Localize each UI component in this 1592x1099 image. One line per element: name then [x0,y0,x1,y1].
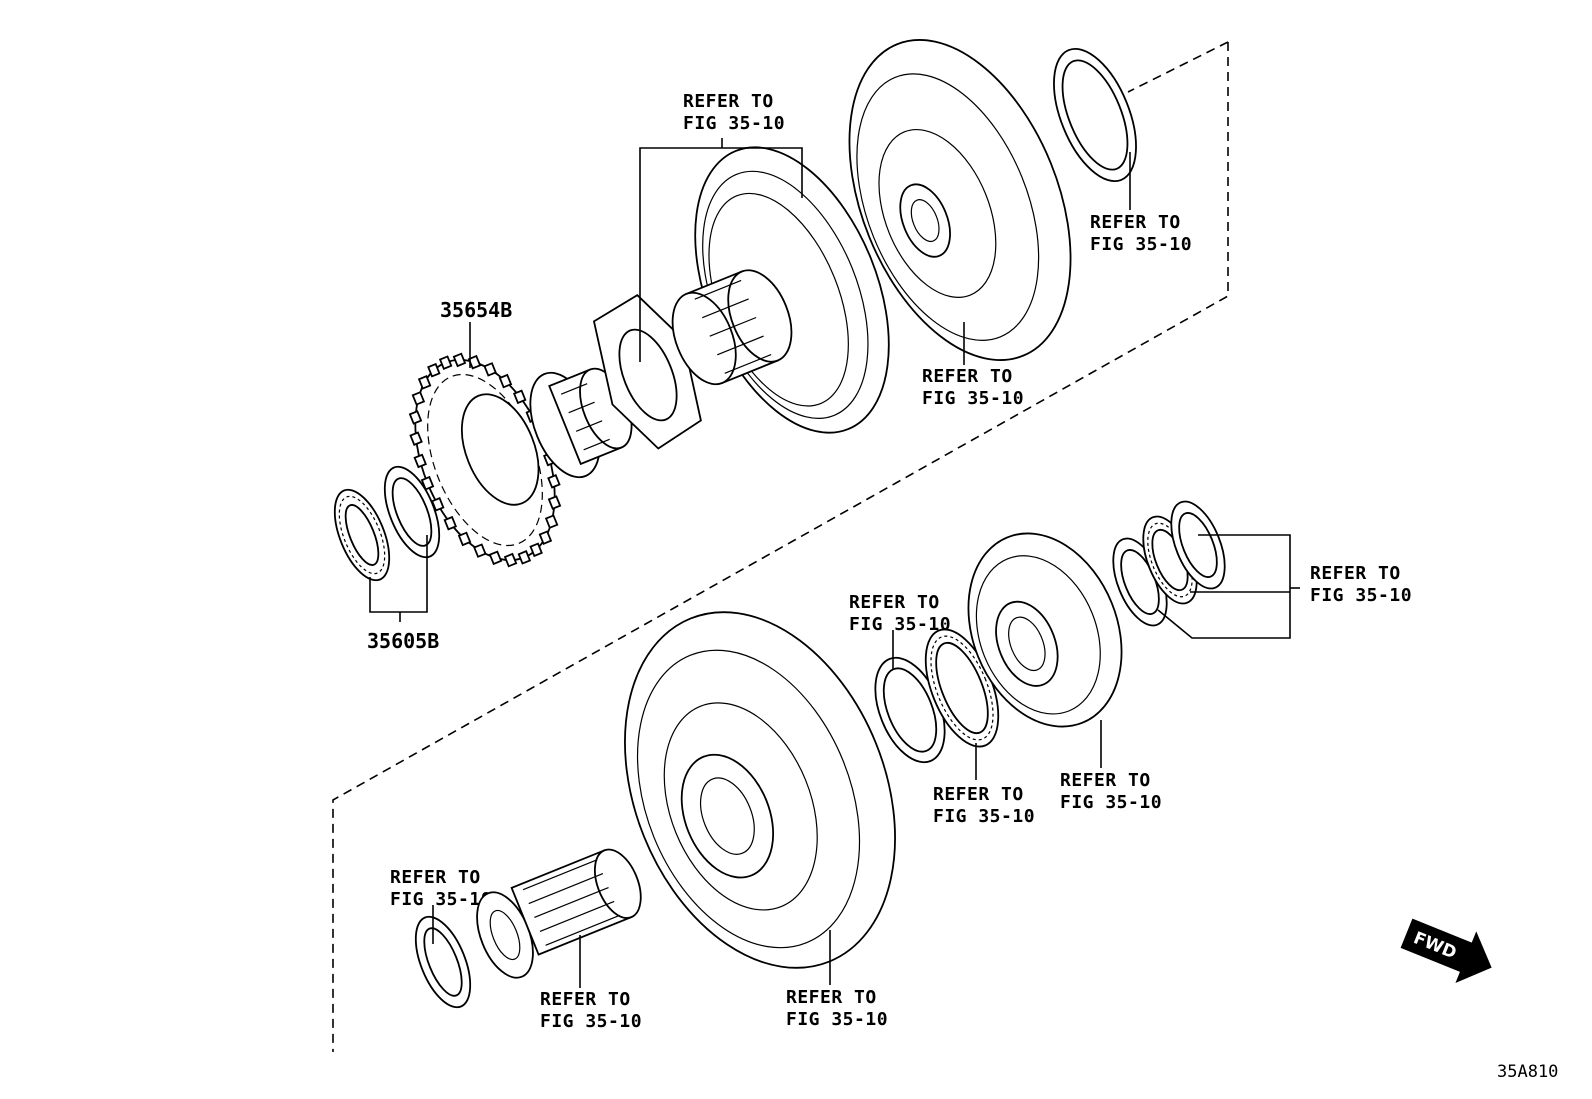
part-number-35654b[interactable]: 35654B [440,298,512,322]
gear-tooth [473,543,487,558]
leader-right-stack [1157,534,1291,639]
refer-label-washer-bottom-2[interactable]: FIG 35-10 [390,889,492,910]
refer-label-drum-2[interactable]: FIG 35-10 [922,388,1024,409]
gear-tooth [529,542,543,558]
gear-tooth [538,530,553,545]
gear-tooth [498,373,513,389]
refer-label-washer-bottom-1[interactable]: REFER TO [390,867,481,888]
fwd-arrow-icon: FWD [1400,918,1492,983]
gear-tooth [443,515,458,531]
thrust-washer-bottom[interactable] [405,909,482,1014]
refer-label-top-center-1[interactable]: REFER TO [683,91,774,112]
gear-tooth [512,389,527,405]
gear-tooth [411,391,426,406]
refer-label-pinion-2[interactable]: FIG 35-10 [540,1011,642,1032]
refer-label-ring-gear-1[interactable]: REFER TO [786,987,877,1008]
refer-label-washer-middle-2[interactable]: FIG 35-10 [849,614,951,635]
gear-tooth [408,410,423,425]
refer-label-pinion-1[interactable]: REFER TO [540,989,631,1010]
refer-label-carrier-1[interactable]: REFER TO [1060,770,1151,791]
thrust-washer-middle[interactable] [862,648,959,772]
thrust-bearing-small[interactable] [324,482,401,587]
refer-label-washer-middle-1[interactable]: REFER TO [849,592,940,613]
gear-tooth [417,375,432,390]
gear-tooth [431,497,445,512]
gear-tooth [413,453,427,469]
gear-tooth [427,362,441,378]
refer-label-bearing-middle-1[interactable]: REFER TO [933,784,1024,805]
diagram-code: 35A810 [1497,1062,1558,1082]
washer-right-2[interactable] [1160,494,1235,596]
clutch-hub[interactable] [657,119,927,461]
planet-carrier[interactable] [941,510,1149,749]
refer-label-bearing-middle-2[interactable]: FIG 35-10 [933,806,1035,827]
gear-tooth [488,550,503,566]
refer-label-drum-1[interactable]: REFER TO [922,366,1013,387]
gear-tooth [438,355,453,370]
clutch-drum[interactable] [806,8,1114,393]
gear-tooth [483,362,497,377]
refer-label-right-stack-1[interactable]: REFER TO [1310,563,1401,584]
gear-tooth [420,475,435,491]
refer-label-snap-ring-1[interactable]: REFER TO [1090,212,1181,233]
part-number-35605b[interactable]: 35605B [367,629,439,653]
gear-tooth [457,531,472,547]
gear-tooth [547,495,562,510]
leader-35605b [369,535,428,613]
gear-tooth [547,474,561,489]
refer-label-ring-gear-2[interactable]: FIG 35-10 [786,1009,888,1030]
snap-ring-top[interactable] [1037,37,1152,192]
subassembly-boundary [332,41,1229,1052]
ring-gear-drum[interactable] [575,572,945,1009]
gear-tooth [503,552,518,568]
gear-tooth [544,514,559,529]
refer-label-right-stack-2[interactable]: FIG 35-10 [1310,585,1412,606]
refer-label-top-center-2[interactable]: FIG 35-10 [683,113,785,134]
gear-tooth [452,352,467,368]
refer-label-snap-ring-2[interactable]: FIG 35-10 [1090,234,1192,255]
pinion-shaft[interactable] [466,843,650,986]
gear-tooth [409,431,423,446]
leader-top-center [639,147,803,362]
refer-label-carrier-2[interactable]: FIG 35-10 [1060,792,1162,813]
gear-tooth [517,550,532,565]
